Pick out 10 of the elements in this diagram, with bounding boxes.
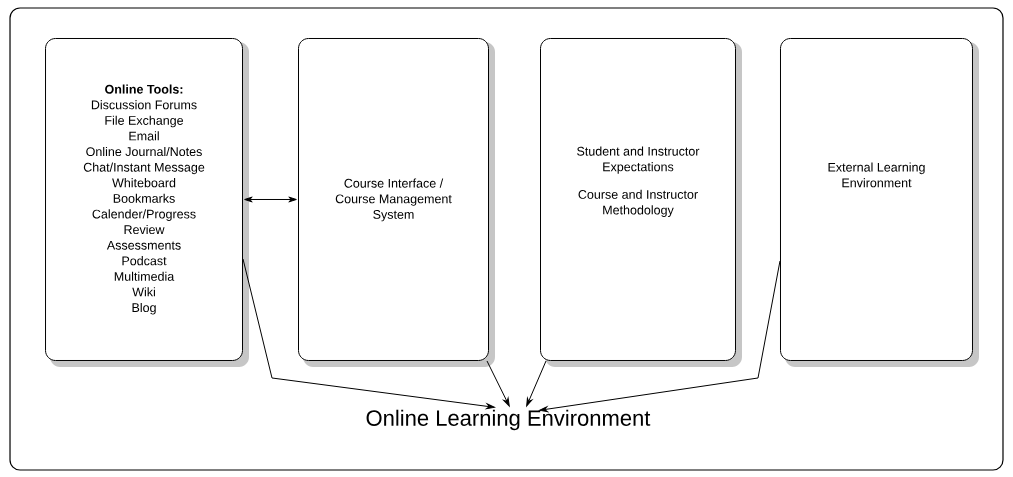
arrow [486,360,510,407]
text-box: Online Tools: Discussion Forums File Exchange Email Online Journal/Notes Chat/Instant Message Whiteboard Bookmarks Calender/Progress Review Assessments Podcast Multimedia Wiki Blog [45,38,249,367]
text-box: Student and Instructor Expectations Course and Instructor Methodology [540,38,742,367]
arrow [526,360,547,407]
heading-text: Online Learning Environment [366,409,651,431]
text-box: External Learning Environment [780,38,979,367]
text-box: Course Interface / Course Management System [298,38,495,367]
arrow [539,260,781,413]
arrow [242,258,495,410]
arrow [244,196,297,203]
